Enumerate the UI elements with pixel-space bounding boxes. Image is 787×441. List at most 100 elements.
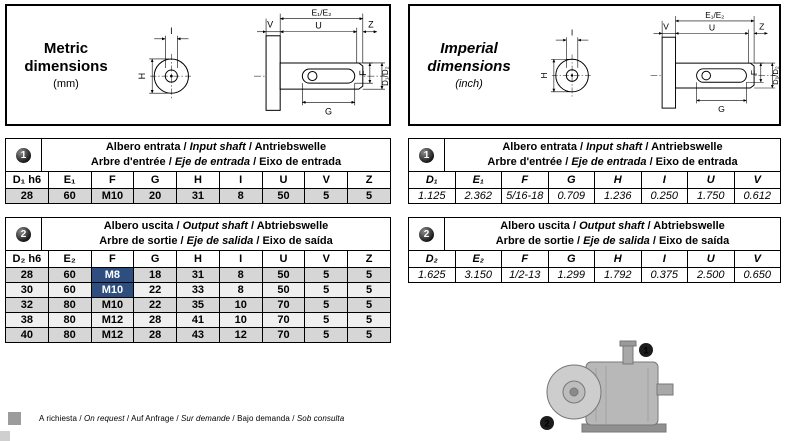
table-cell: 8 <box>218 282 263 298</box>
text-segment: / Eixo de entrada <box>646 156 738 168</box>
column-header: U <box>261 250 306 268</box>
column-header-row: D₁ h6 E₁ F G H I U V Z <box>5 171 391 189</box>
table-title: Albero entrata / Input shaft / Antriebsw… <box>445 139 780 171</box>
table-cell: 30 <box>5 282 49 298</box>
table-cell: 3.150 <box>454 267 502 283</box>
metric-shaft-drawing: I H <box>125 6 389 124</box>
figure-badge-2: 2 <box>544 419 549 429</box>
figure-badge-1-circle <box>639 343 653 357</box>
figure-badge-2-circle <box>540 416 554 430</box>
side-view-dimensions <box>653 16 776 104</box>
gearbox-body <box>546 340 674 433</box>
column-header: I <box>640 250 688 268</box>
column-header: D₁ <box>408 171 456 189</box>
column-header: G <box>133 250 178 268</box>
metric-title-line2: dimensions <box>24 58 108 75</box>
table-cell: 35 <box>176 297 220 313</box>
column-header: H <box>176 250 220 268</box>
column-header: U <box>261 171 306 189</box>
table-cell: 22 <box>133 297 178 313</box>
side-view-dimensions <box>257 13 385 106</box>
text-segment: Input shaft <box>189 141 246 153</box>
column-header: H <box>594 171 642 189</box>
shaft-drawing-svg: I H <box>539 11 779 114</box>
metric-unit-label: (mm) <box>53 78 79 90</box>
table-cell: 5 <box>304 327 349 343</box>
side-view <box>650 36 776 109</box>
table-cell: 5 <box>347 297 391 313</box>
column-header: E₂ <box>47 250 92 268</box>
text-segment: / Abtriebswelle <box>247 220 329 232</box>
imperial-unit-label: (inch) <box>455 78 483 90</box>
text-segment: A richiesta / <box>39 414 84 423</box>
table-cell: 0.709 <box>547 188 595 204</box>
table-title-line2: Arbre de sortie / Eje de salida / Eixo d… <box>42 234 390 249</box>
imperial-shaft-drawing: I H <box>528 6 779 124</box>
column-header-row: D₂ h6 E₂ F G H I U V Z <box>5 250 391 268</box>
table-cell: 5/16-18 <box>501 188 549 204</box>
metric-tables-column: 1 Albero entrata / Input shaft / Antrieb… <box>5 138 391 356</box>
table-cell: 31 <box>176 267 220 283</box>
text-segment: Input shaft <box>586 141 643 153</box>
imperial-title-block: Imperial dimensions (inch) <box>410 6 528 124</box>
table-cell: 1.299 <box>547 267 595 283</box>
badge-2: 2 <box>16 226 31 242</box>
table-cell: 33 <box>176 282 220 298</box>
text-segment: Albero entrata / <box>105 141 190 153</box>
dim-label-e: E₁/E₂ <box>705 11 724 20</box>
table-cell: 1.625 <box>408 267 456 283</box>
table-cell: 5 <box>347 327 391 343</box>
dim-label-i: I <box>571 27 573 37</box>
table-cell: 60 <box>47 282 92 298</box>
table-cell: 8 <box>218 267 263 283</box>
column-header: I <box>640 171 688 189</box>
gearbox-illustration: 1 2 <box>540 340 674 433</box>
table-cell: 50 <box>261 267 306 283</box>
table-title: Albero entrata / Input shaft / Antriebsw… <box>42 139 390 171</box>
table-title-line2: Arbre d'entrée / Eje de entrada / Eixo d… <box>445 155 780 170</box>
text-segment: Output shaft <box>182 220 248 232</box>
table-cell: 28 <box>5 267 49 283</box>
metric-dimensions-panel: Metric dimensions (mm) <box>5 4 391 126</box>
table-header-band: 2 Albero uscita / Output shaft / Abtrieb… <box>408 217 781 251</box>
table-cell: M8 <box>90 267 135 283</box>
badge-cell: 2 <box>6 218 42 250</box>
table-title-line1: Albero entrata / Input shaft / Antriebsw… <box>445 140 780 155</box>
text-segment: Output shaft <box>579 220 645 232</box>
table-cell: 80 <box>47 327 92 343</box>
table-title-line2: Arbre d'entrée / Eje de entrada / Eixo d… <box>42 155 390 170</box>
table-cell: 10 <box>218 297 263 313</box>
text-segment: Eje de salida <box>583 235 650 247</box>
table-cell: 18 <box>133 267 178 283</box>
dim-label-i: I <box>170 26 173 36</box>
text-segment: Eje de entrada <box>174 156 251 168</box>
table-cell: M10 <box>90 297 135 313</box>
table-title-line1: Albero entrata / Input shaft / Antriebsw… <box>42 140 390 155</box>
table-cell: 60 <box>47 267 92 283</box>
imperial-input-shaft-table: 1 Albero entrata / Input shaft / Antrieb… <box>408 138 781 204</box>
column-header: U <box>687 171 735 189</box>
imperial-dimensions-panel: Imperial dimensions (inch) <box>408 4 781 126</box>
dim-label-z: Z <box>759 22 764 32</box>
column-header: G <box>547 250 595 268</box>
dim-label-g: G <box>718 104 725 114</box>
metric-input-shaft-table: 1 Albero entrata / Input shaft / Antrieb… <box>5 138 391 204</box>
table-cell: 60 <box>47 188 92 204</box>
text-segment: Sur demande <box>180 414 231 423</box>
table-cell: 28 <box>5 188 49 204</box>
table-cell: 70 <box>261 312 306 328</box>
dim-label-z: Z <box>368 20 374 30</box>
text-segment: / Antriebswelle <box>245 141 327 153</box>
metric-title-line1: Metric <box>43 40 89 57</box>
metric-output-shaft-table: 2 Albero uscita / Output shaft / Abtrieb… <box>5 217 391 343</box>
table-cell: 32 <box>5 297 49 313</box>
table-cell: 2.362 <box>454 188 502 204</box>
imperial-title-line1: Imperial <box>440 40 498 57</box>
table-cell: 8 <box>218 188 263 204</box>
